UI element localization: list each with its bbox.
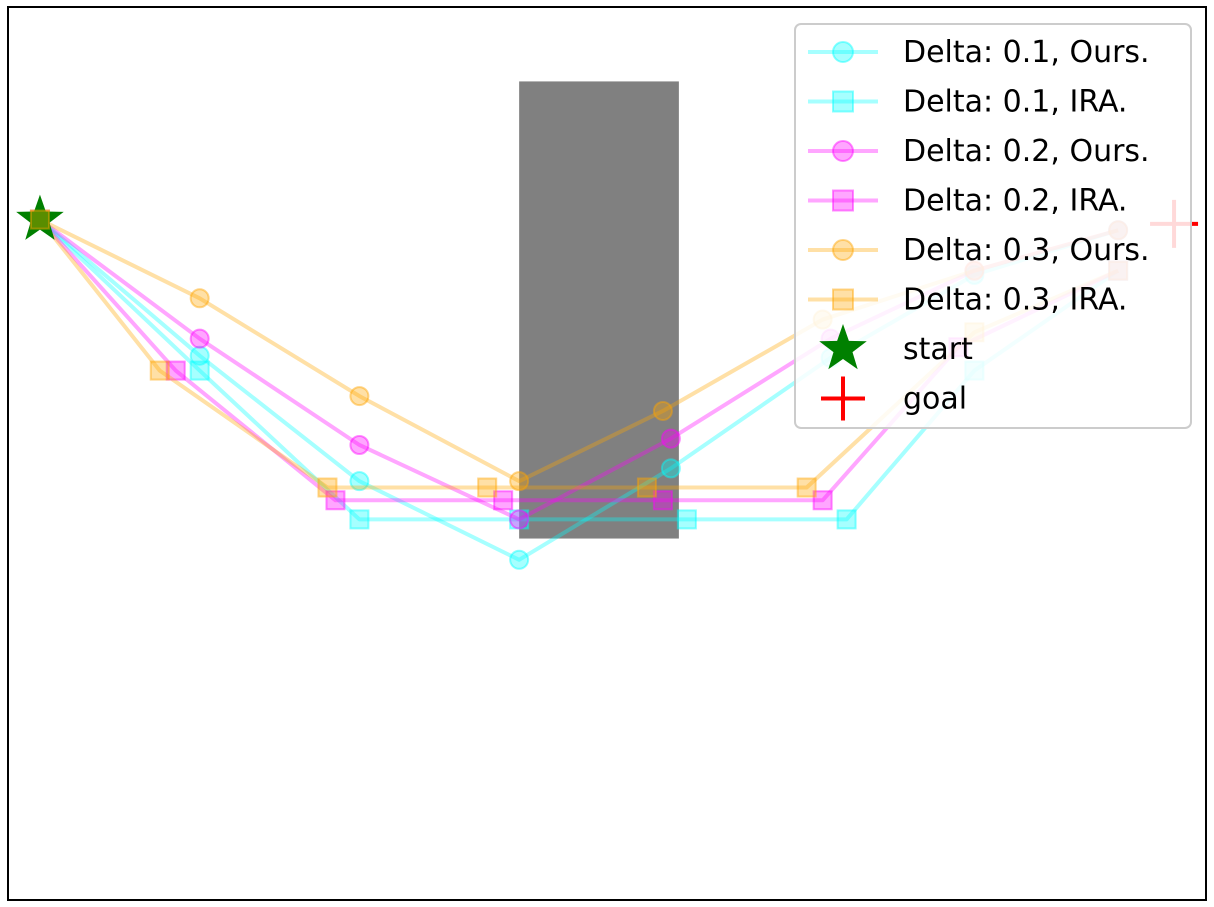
legend-marker <box>832 41 854 63</box>
legend-label: Delta: 0.1, Ours. <box>903 35 1150 70</box>
data-point <box>652 400 673 421</box>
legend-label: Delta: 0.2, IRA. <box>903 184 1127 219</box>
data-point <box>509 471 530 492</box>
data-point <box>317 477 338 498</box>
data-point <box>812 490 833 511</box>
data-point <box>652 490 673 511</box>
legend-label: start <box>903 332 973 367</box>
legend-entries: Delta: 0.1, Ours. Delta: 0.1, IRA. Delta: … <box>808 35 1150 421</box>
legend-entry-goal: goal <box>821 376 967 421</box>
obstacle <box>519 81 679 539</box>
legend-marker <box>832 288 854 311</box>
data-point <box>477 477 498 498</box>
data-point <box>660 428 681 449</box>
data-point <box>509 549 530 570</box>
data-point <box>349 509 370 530</box>
legend-entry-delta-0-1-ira: Delta: 0.1, IRA. <box>808 85 1127 120</box>
legend-marker <box>819 324 867 370</box>
data-point <box>676 509 697 530</box>
legend-entry-delta-0-2-ira: Delta: 0.2, IRA. <box>808 184 1127 219</box>
data-point <box>796 477 817 498</box>
data-point <box>189 328 210 349</box>
legend-marker <box>832 239 854 261</box>
data-point <box>509 509 530 530</box>
legend-label: goal <box>903 382 967 417</box>
data-point-overlay <box>29 209 50 230</box>
legend-entry-delta-0-3-ours: Delta: 0.3, Ours. <box>808 233 1150 268</box>
data-point <box>189 360 210 381</box>
legend-label: Delta: 0.2, Ours. <box>903 134 1150 169</box>
data-point <box>660 458 681 479</box>
legend-frame <box>794 23 1192 429</box>
legend-marker <box>832 140 854 162</box>
legend-entry-delta-0-3-ira: Delta: 0.3, IRA. <box>808 283 1127 318</box>
legend-label: Delta: 0.3, IRA. <box>903 283 1127 318</box>
legend-label: Delta: 0.3, Ours. <box>903 233 1150 268</box>
data-point <box>509 509 530 530</box>
data-point <box>149 360 170 381</box>
start-marker <box>16 194 64 240</box>
data-point <box>325 490 346 511</box>
legend-entry-delta-0-1-ours: Delta: 0.1, Ours. <box>808 35 1150 70</box>
data-point <box>493 490 514 511</box>
legend: Delta: 0.1, Ours. Delta: 0.1, IRA. Delta: … <box>794 23 1192 429</box>
data-point <box>165 360 186 381</box>
legend-entry-start: start <box>819 324 973 370</box>
data-point <box>349 386 370 407</box>
legend-marker <box>832 90 854 113</box>
legend-entry-delta-0-2-ours: Delta: 0.2, Ours. <box>808 134 1150 169</box>
data-point <box>349 471 370 492</box>
data-point <box>636 477 657 498</box>
legend-label: Delta: 0.1, IRA. <box>903 85 1127 120</box>
data-point <box>836 509 857 530</box>
data-point <box>349 434 370 455</box>
data-point <box>189 345 210 366</box>
legend-marker <box>832 189 854 212</box>
data-point <box>189 288 210 309</box>
